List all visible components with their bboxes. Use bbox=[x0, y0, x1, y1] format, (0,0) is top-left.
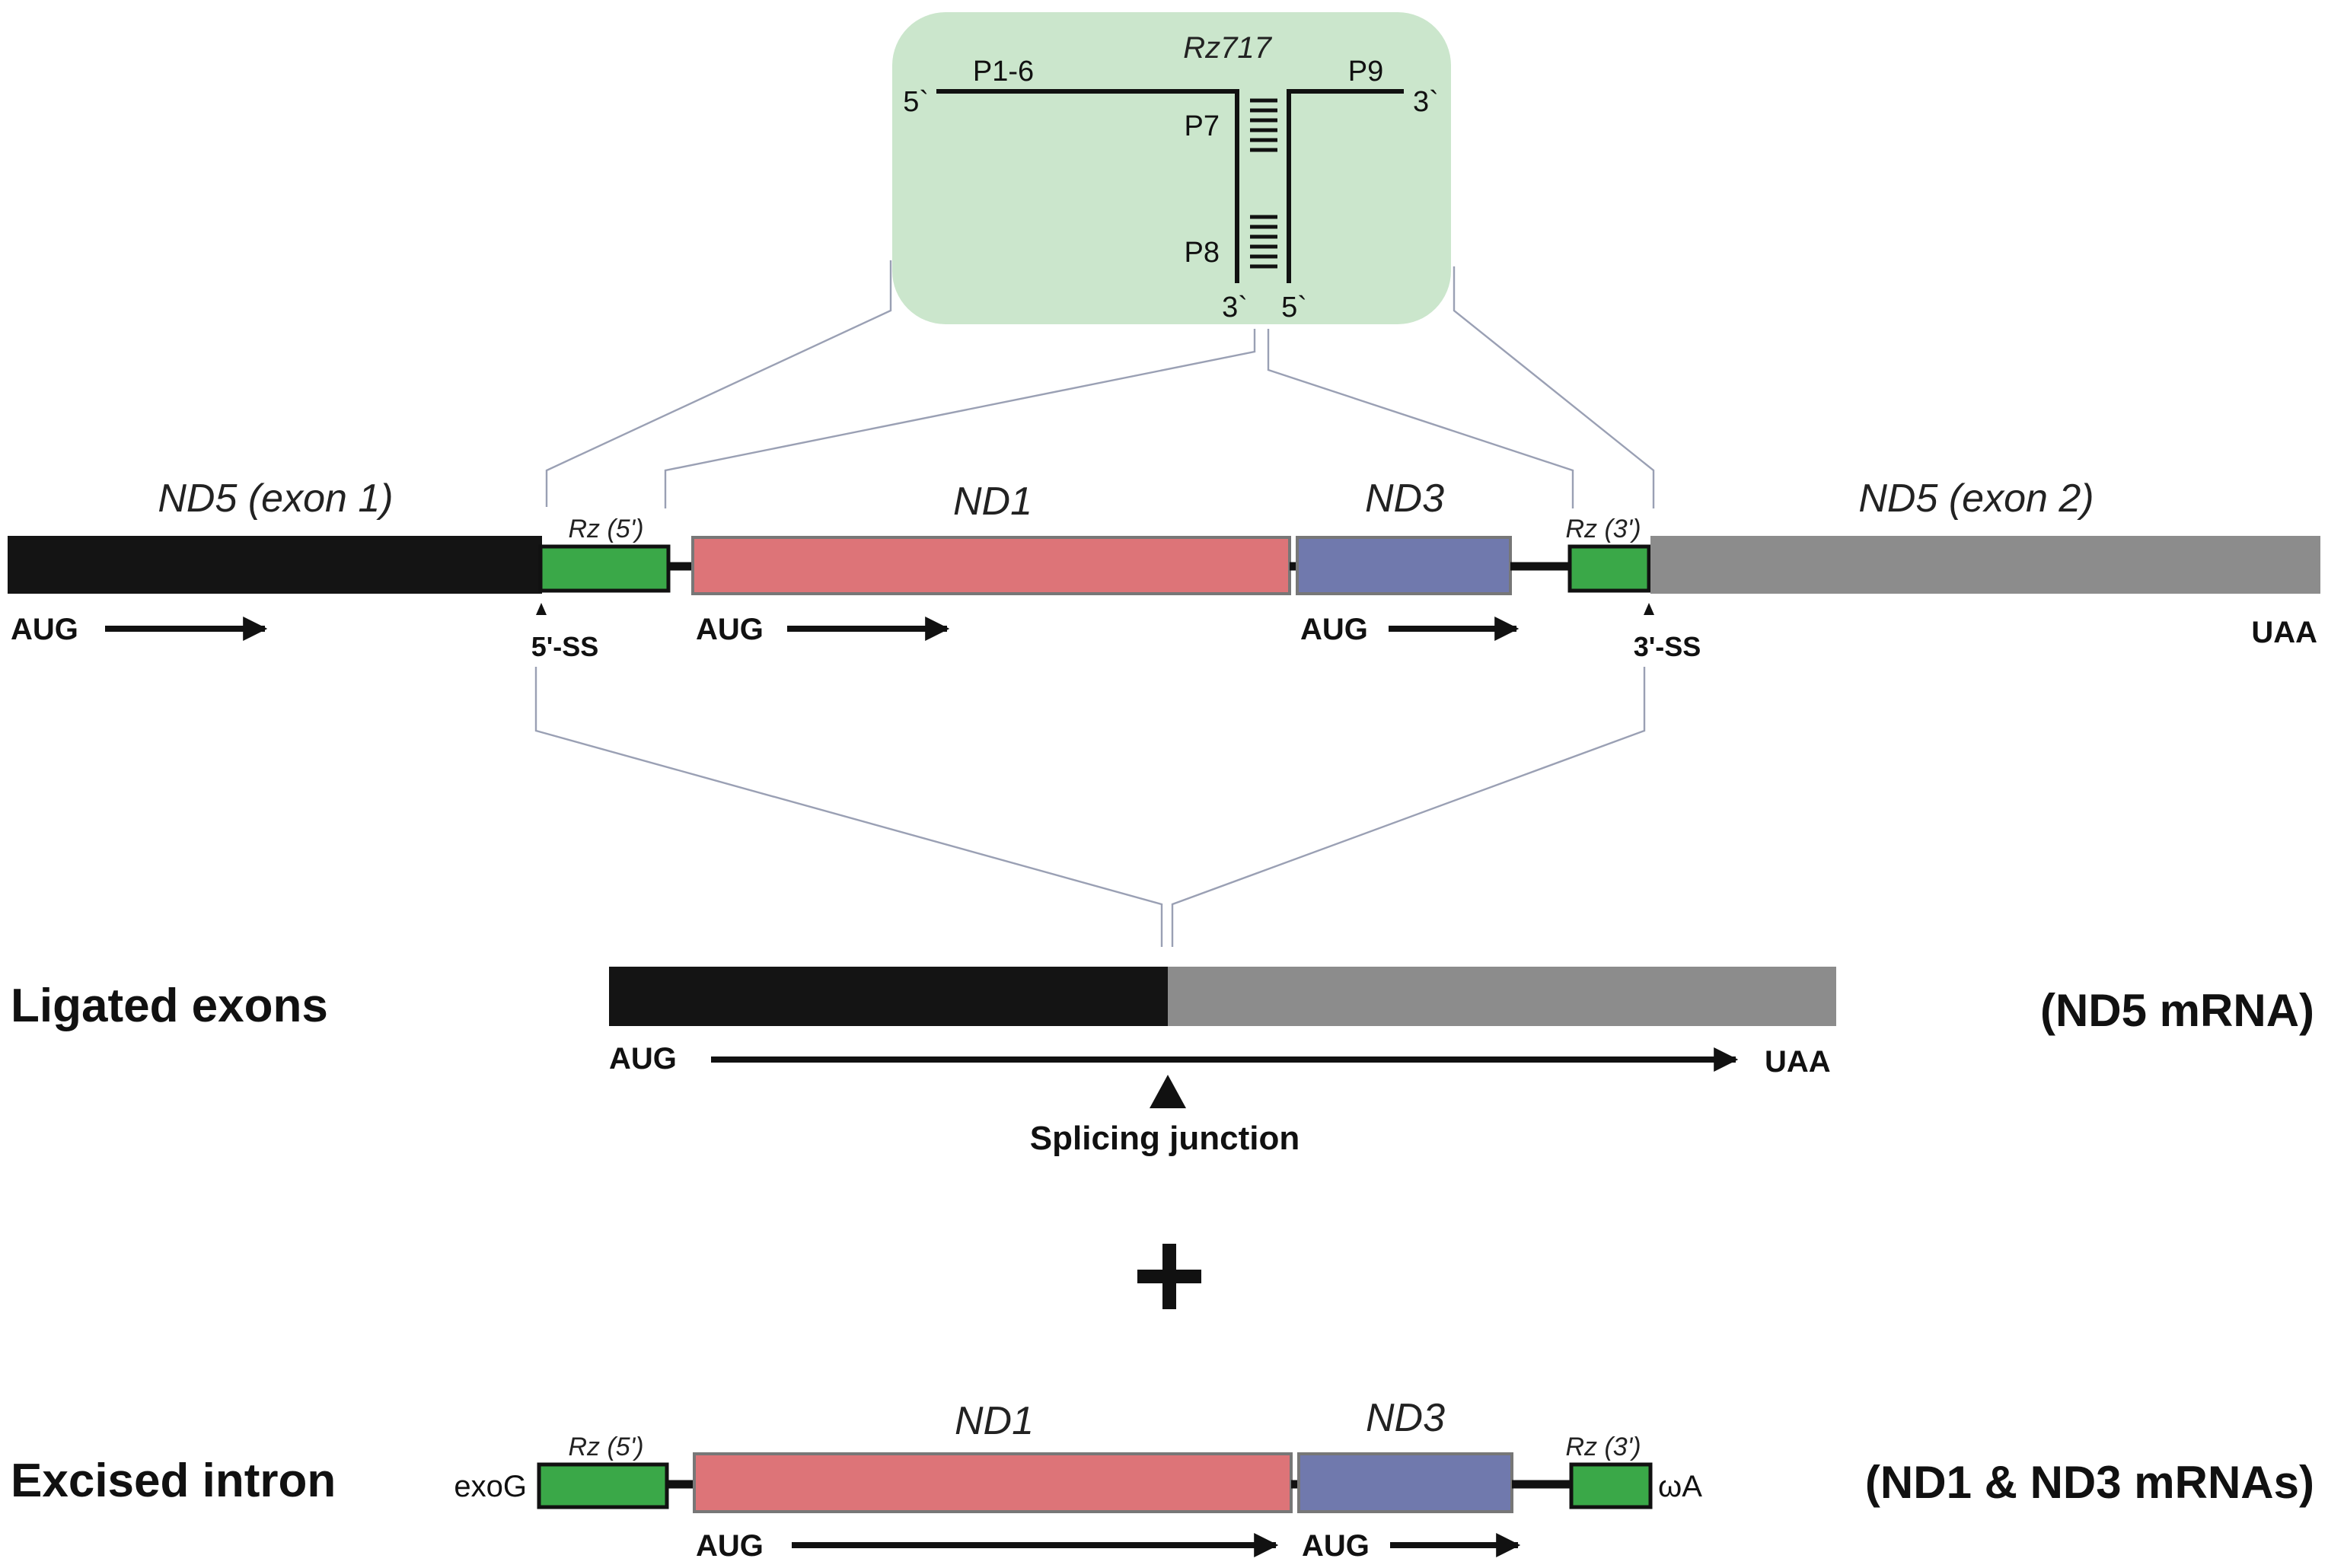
ribozyme-structure-inset: Rz717 P1-6 P9 P7 P8 5` 3` 3` bbox=[892, 12, 1451, 324]
rz5-box bbox=[538, 544, 671, 593]
inset-connectors bbox=[545, 260, 1655, 508]
excised-rz5-label: Rz (5') bbox=[568, 1433, 643, 1461]
label-3ss: 3'-SS bbox=[1634, 631, 1701, 662]
label-rz3: Rz (3') bbox=[1565, 515, 1641, 543]
excised-nd1-box bbox=[693, 1452, 1293, 1513]
label-nd3: ND3 bbox=[1365, 476, 1444, 521]
label-5-prime-bottom: 5` bbox=[1281, 292, 1307, 323]
label-uaa-precursor: UAA bbox=[2251, 616, 2317, 649]
splice-site-3-marker bbox=[1644, 603, 1654, 615]
excised-nd3-label: ND3 bbox=[1366, 1396, 1445, 1440]
label-nd5-exon2: ND5 (exon 2) bbox=[1858, 476, 2094, 521]
inset-title: Rz717 bbox=[1183, 31, 1272, 65]
label-3-prime-right: 3` bbox=[1413, 86, 1439, 118]
ligated-exon2-bar bbox=[1168, 967, 1836, 1026]
nd1-box bbox=[691, 536, 1291, 595]
excised-aug-nd1: AUG bbox=[696, 1529, 764, 1563]
exon2-bar bbox=[1650, 536, 2320, 594]
ligated-product-label: (ND5 mRNA) bbox=[2040, 985, 2314, 1036]
nd3-box bbox=[1296, 536, 1512, 595]
exog-label: exoG bbox=[454, 1470, 527, 1503]
label-aug-nd1: AUG bbox=[696, 613, 764, 646]
label-nd5-exon1: ND5 (exon 1) bbox=[158, 476, 393, 521]
plus-sign bbox=[1137, 1244, 1201, 1309]
precursor-transcript: ND5 (exon 1) Rz (5') ND1 ND3 Rz (3') ND5… bbox=[8, 476, 2320, 662]
excised-nd3-box bbox=[1297, 1452, 1513, 1513]
label-3-prime-bottom: 3` bbox=[1222, 292, 1248, 323]
excised-rz3-box bbox=[1569, 1462, 1653, 1509]
p7-base-pairs bbox=[1250, 98, 1277, 152]
label-5-prime-left: 5` bbox=[903, 86, 929, 118]
excised-rz3-label: Rz (3') bbox=[1565, 1433, 1641, 1461]
ligated-exon1-bar bbox=[609, 967, 1168, 1026]
ligated-row-label: Ligated exons bbox=[11, 980, 328, 1032]
splicing-junction-label: Splicing junction bbox=[1030, 1120, 1300, 1157]
label-nd1: ND1 bbox=[953, 480, 1032, 524]
excised-intron-row: Excised intron Rz (5') ND1 ND3 Rz (3') e… bbox=[11, 1396, 2314, 1563]
label-rz5: Rz (5') bbox=[568, 515, 643, 543]
label-p8: P8 bbox=[1185, 237, 1220, 269]
rz3-box bbox=[1567, 544, 1651, 593]
ligated-uaa: UAA bbox=[1765, 1045, 1831, 1079]
ligated-exons-row: Ligated exons (ND5 mRNA) AUG UAA Splicin… bbox=[11, 967, 2314, 1157]
exon1-bar bbox=[8, 536, 542, 594]
excised-nd1-label: ND1 bbox=[955, 1399, 1034, 1443]
label-aug-nd3: AUG bbox=[1300, 613, 1368, 646]
splice-site-5-marker bbox=[536, 603, 547, 615]
label-p9: P9 bbox=[1348, 56, 1383, 88]
label-p1-6: P1-6 bbox=[973, 56, 1034, 88]
p8-base-pairs bbox=[1250, 215, 1277, 269]
ligated-aug: AUG bbox=[609, 1042, 677, 1076]
excised-row-label: Excised intron bbox=[11, 1455, 336, 1507]
excised-rz5-box bbox=[537, 1462, 669, 1509]
splice-connectors bbox=[534, 667, 1646, 947]
splicing-junction-marker bbox=[1150, 1075, 1186, 1108]
omega-a-label: ωA bbox=[1658, 1470, 1702, 1503]
label-5ss: 5'-SS bbox=[531, 631, 599, 662]
excised-aug-nd3: AUG bbox=[1302, 1529, 1370, 1563]
excised-product-label: (ND1 & ND3 mRNAs) bbox=[1865, 1457, 2314, 1508]
label-aug-exon1: AUG bbox=[11, 613, 78, 646]
label-p7: P7 bbox=[1185, 110, 1220, 142]
